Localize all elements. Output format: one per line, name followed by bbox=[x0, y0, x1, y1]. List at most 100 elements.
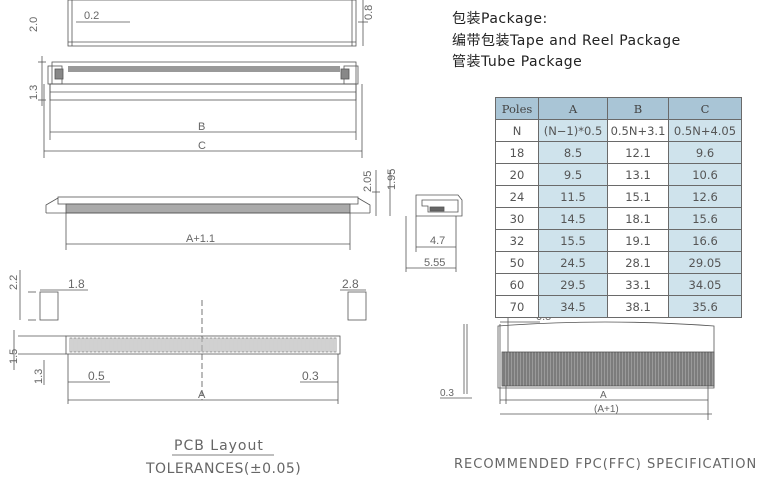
poles-dimension-table: Poles A B C N (N−1)*0.5 0.5N+3.1 0.5N+4.… bbox=[495, 97, 742, 318]
dim-2-05: 2.05 bbox=[362, 171, 374, 192]
dim-0-5: 0.5 bbox=[88, 369, 105, 383]
pcb-pad bbox=[177, 337, 181, 353]
dim-b: B bbox=[198, 121, 205, 133]
pcb-pad bbox=[137, 337, 141, 353]
pcb-pad bbox=[121, 337, 125, 353]
pcb-pad bbox=[261, 337, 265, 353]
pcb-pad bbox=[329, 337, 333, 353]
dim-c: C bbox=[198, 140, 206, 152]
cell-a: 29.5 bbox=[538, 273, 608, 296]
dim-1-3: 1.3 bbox=[33, 369, 45, 384]
pcb-pad bbox=[313, 337, 317, 353]
header-c: C bbox=[668, 97, 742, 120]
pcb-pad bbox=[81, 337, 85, 353]
dim-5-55: 5.55 bbox=[424, 257, 445, 269]
fpc-dim-a: A bbox=[600, 390, 607, 401]
dim-0-8: 0.8 bbox=[363, 5, 375, 20]
tube-package-label: 管装Tube Package bbox=[452, 54, 583, 70]
pcb-pad bbox=[253, 337, 257, 353]
pcb-pad bbox=[157, 337, 161, 353]
cell-poles: 20 bbox=[495, 163, 539, 186]
pcb-pad bbox=[273, 337, 277, 353]
header-a: A bbox=[538, 97, 608, 120]
pcb-pad bbox=[109, 337, 113, 353]
pcb-pad bbox=[297, 337, 301, 353]
cell-b: 38.1 bbox=[607, 295, 669, 318]
cell-poles: 18 bbox=[495, 141, 539, 164]
pcb-pad bbox=[173, 337, 177, 353]
pcb-pad bbox=[189, 337, 193, 353]
cell-poles: 60 bbox=[495, 273, 539, 296]
pcb-pad bbox=[85, 337, 89, 353]
pcb-pad bbox=[293, 337, 297, 353]
pcb-pad bbox=[209, 337, 213, 353]
pcb-pad bbox=[237, 337, 241, 353]
dim-2-8: 2.8 bbox=[342, 277, 359, 291]
fpc-dim-0-3: 0.3 bbox=[440, 388, 454, 399]
pcb-pad bbox=[149, 337, 153, 353]
pcb-pad bbox=[321, 337, 325, 353]
pcb-pad bbox=[169, 337, 173, 353]
cell-c: 29.05 bbox=[668, 251, 742, 274]
pcb-pad bbox=[281, 337, 285, 353]
pcb-pad bbox=[197, 337, 201, 353]
pcb-pad bbox=[333, 337, 337, 353]
fpc-finger-row bbox=[503, 352, 712, 386]
cell-a: (N−1)*0.5 bbox=[538, 119, 608, 142]
pcb-pad bbox=[69, 337, 73, 353]
pcb-pad bbox=[153, 337, 157, 353]
fpc-dim-a-plus-1: (A+1) bbox=[594, 404, 619, 415]
pcb-pad bbox=[229, 337, 233, 353]
cell-b: 0.5N+3.1 bbox=[607, 119, 669, 142]
pcb-pad bbox=[185, 337, 189, 353]
cell-poles: 70 bbox=[495, 295, 539, 318]
pcb-pad bbox=[117, 337, 121, 353]
pcb-pad bbox=[245, 337, 249, 353]
cell-b: 28.1 bbox=[607, 251, 669, 274]
fpc-spec: 0.5 0.3 A (A+1) bbox=[440, 311, 715, 420]
pcb-pad bbox=[325, 337, 329, 353]
top-view: 0.2 2.0 0.8 1.3 B C bbox=[28, 0, 375, 158]
dim-1-8: 1.8 bbox=[68, 277, 85, 291]
pcb-pad bbox=[221, 337, 225, 353]
pcb-pad bbox=[161, 337, 165, 353]
cell-a: 24.5 bbox=[538, 251, 608, 274]
cell-c: 9.6 bbox=[668, 141, 742, 164]
tolerance-note: TOLERANCES(±0.05) bbox=[146, 461, 302, 477]
pcb-pad bbox=[113, 337, 117, 353]
pcb-pad bbox=[317, 337, 321, 353]
pcb-pad bbox=[97, 337, 101, 353]
cell-a: 34.5 bbox=[538, 295, 608, 318]
cell-b: 33.1 bbox=[607, 273, 669, 296]
cell-c: 0.5N+4.05 bbox=[668, 119, 742, 142]
pcb-pad bbox=[73, 337, 77, 353]
pcb-pad bbox=[289, 337, 293, 353]
pcb-pad bbox=[101, 337, 105, 353]
cell-b: 15.1 bbox=[607, 185, 669, 208]
cell-a: 8.5 bbox=[538, 141, 608, 164]
pcb-pad bbox=[217, 337, 221, 353]
pcb-pad bbox=[165, 337, 169, 353]
cell-a: 9.5 bbox=[538, 163, 608, 186]
cell-b: 19.1 bbox=[607, 229, 669, 252]
pcb-pad bbox=[201, 337, 205, 353]
pcb-pad bbox=[285, 337, 289, 353]
package-label: 包装Package: bbox=[452, 11, 548, 27]
cell-b: 18.1 bbox=[607, 207, 669, 230]
dim-1-3: 1.3 bbox=[28, 85, 40, 100]
header-b: B bbox=[607, 97, 669, 120]
dim-0-3: 0.3 bbox=[302, 369, 319, 383]
dim-a-plus-1-1: A+1.1 bbox=[186, 233, 215, 245]
dim-2-0: 2.0 bbox=[28, 17, 40, 32]
pcb-pad bbox=[249, 337, 253, 353]
pcb-pad bbox=[141, 337, 145, 353]
pcb-pad bbox=[301, 337, 305, 353]
